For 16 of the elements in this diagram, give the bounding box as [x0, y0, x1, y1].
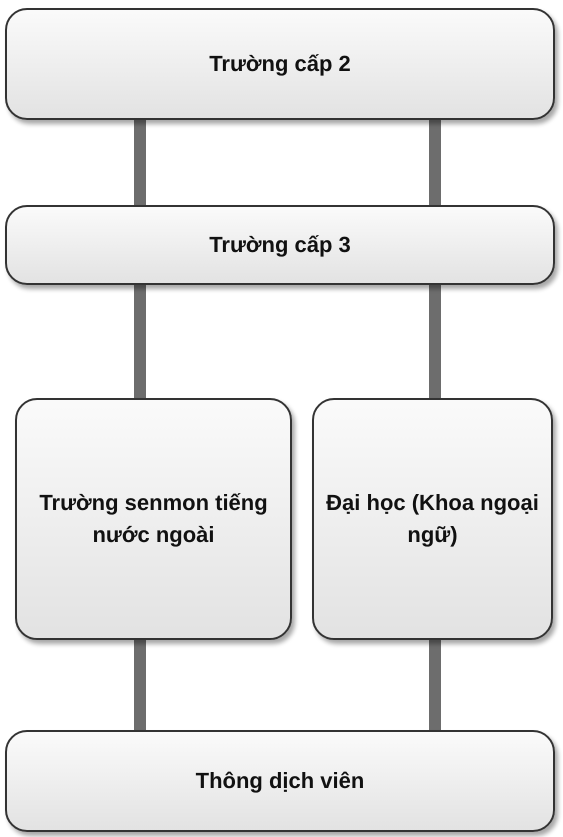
- connector-bar: [429, 120, 441, 205]
- box-label: Trường cấp 3: [209, 231, 351, 260]
- box-label: Thông dịch viên: [196, 767, 364, 796]
- rounded-box: [15, 398, 292, 640]
- connector-bar: [134, 120, 146, 205]
- box-label: Trường senmon tiếng nước ngoài: [38, 489, 269, 549]
- connector-bar: [429, 640, 441, 730]
- box-label: Trường cấp 2: [209, 50, 351, 78]
- rounded-box: [5, 8, 555, 120]
- connector-bar: [429, 285, 441, 398]
- connector-bar: [134, 285, 146, 398]
- rounded-box: [5, 205, 555, 285]
- rounded-box: [312, 398, 553, 640]
- box-label: Đại học (Khoa ngoại ngữ): [326, 489, 539, 549]
- rounded-box: [5, 730, 555, 832]
- connector-bar: [134, 640, 146, 730]
